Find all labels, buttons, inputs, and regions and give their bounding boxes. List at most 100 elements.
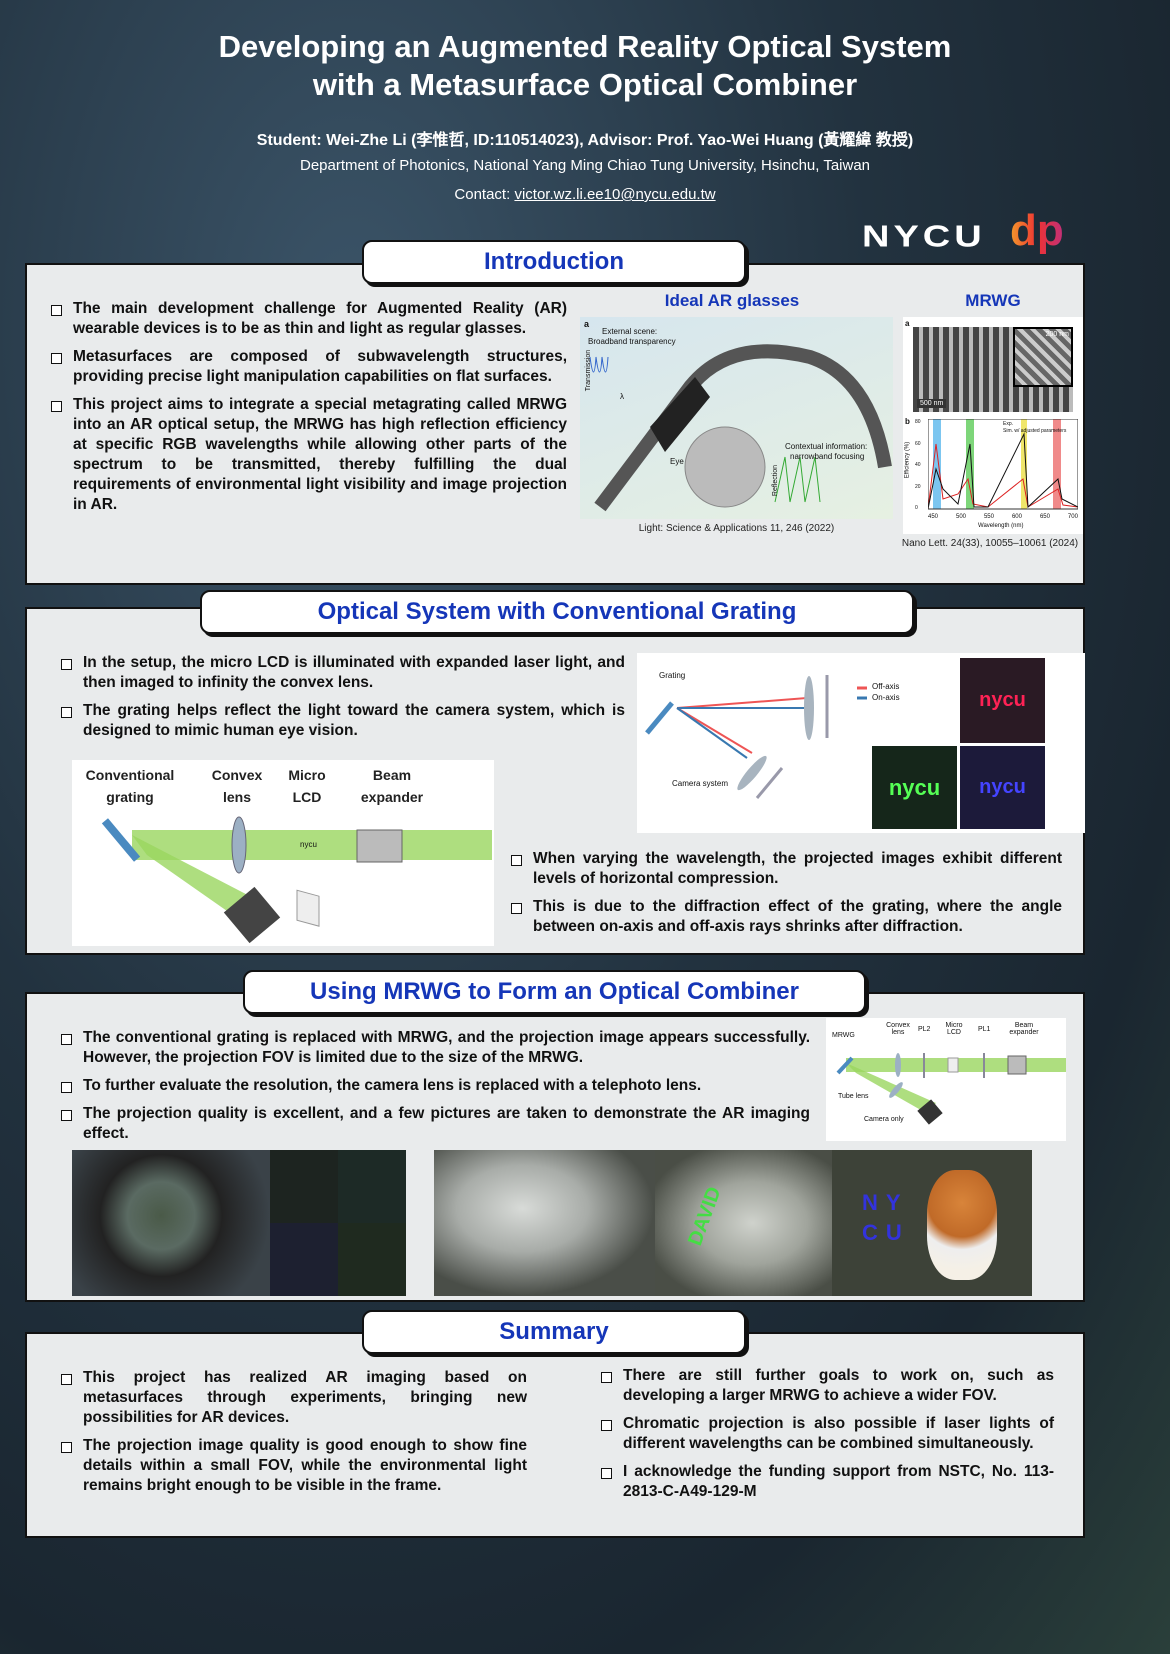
label-micro-lcd: Micro LCD bbox=[945, 1022, 963, 1036]
mrwg-figure: a 500 nm 200 nm b Exp. Sim. w/ adjusted … bbox=[903, 317, 1083, 534]
caption-ar-glasses: Light: Science & Applications 11, 246 (2… bbox=[638, 523, 835, 534]
camera-view-photo bbox=[72, 1150, 270, 1296]
list-item: This project aims to integrate a special… bbox=[47, 395, 567, 515]
label-broadband: Broadband transparency bbox=[588, 337, 676, 346]
label-beam-expander: Beam expander bbox=[1009, 1022, 1039, 1036]
x-tick: 550 bbox=[983, 514, 994, 520]
list-item: Chromatic projection is also possible if… bbox=[597, 1414, 1054, 1454]
statue-glasses-photo bbox=[434, 1150, 655, 1296]
diffraction-diagram-figure: Grating Camera system Off-axis On-axis n… bbox=[637, 653, 1085, 833]
legend-off-axis: Off-axis bbox=[872, 682, 900, 691]
contact-label: Contact: bbox=[454, 186, 515, 203]
x-tick: 500 bbox=[955, 514, 966, 520]
sem-image: 500 nm 200 nm bbox=[913, 327, 1073, 412]
label-convex-lens: Convex lens bbox=[886, 1022, 910, 1036]
blue-projection-photo: nycu bbox=[960, 746, 1045, 829]
label-transmission: Transmission bbox=[585, 349, 593, 392]
conventional-setup-figure: Conventional grating Convex lens Micro L… bbox=[72, 760, 494, 946]
x-tick: 700 bbox=[1067, 514, 1078, 520]
fig-title-mrwg: MRWG bbox=[965, 291, 1021, 310]
list-item: To further evaluate the resolution, the … bbox=[57, 1076, 810, 1096]
legend-exp: Exp. bbox=[1003, 421, 1014, 427]
list-item: This is due to the diffraction effect of… bbox=[507, 897, 1062, 937]
efficiency-plot bbox=[928, 419, 1078, 510]
ar-glasses-figure: a External scene: Broadband transparency… bbox=[580, 317, 893, 519]
list-item: The grating helps reflect the light towa… bbox=[57, 701, 625, 741]
scale-bar: 500 nm bbox=[917, 399, 947, 408]
label-tube-lens: Tube lens bbox=[838, 1093, 869, 1100]
introduction-heading: Introduction bbox=[362, 240, 746, 284]
legend-on-axis: On-axis bbox=[872, 693, 900, 702]
list-item: This project has realized AR imaging bas… bbox=[57, 1368, 527, 1428]
fox-toy-photo: NY CU bbox=[832, 1150, 1032, 1296]
label-camera-system: Camera system bbox=[672, 779, 729, 788]
conventional-grating-panel: In the setup, the micro LCD is illuminat… bbox=[25, 607, 1085, 955]
list-item: Metasurfaces are composed of subwaveleng… bbox=[47, 347, 567, 387]
label-mrwg: MRWG bbox=[832, 1032, 855, 1039]
blue-resolution-photo bbox=[270, 1223, 338, 1296]
rgb-resolution-photos bbox=[270, 1150, 406, 1296]
label-external: External scene: bbox=[602, 327, 658, 336]
contact-email-link[interactable]: victor.wz.li.ee10@nycu.edu.tw bbox=[514, 186, 716, 203]
label-lambda: λ bbox=[620, 392, 624, 401]
mrwg-setup-illustration bbox=[836, 1053, 1066, 1125]
y-tick: 80 bbox=[915, 419, 921, 425]
label-camera-only: Camera only bbox=[864, 1116, 904, 1123]
red-resolution-photo bbox=[270, 1150, 338, 1223]
list-item: The projection quality is excellent, and… bbox=[57, 1104, 810, 1144]
dp-logo: dp bbox=[1010, 206, 1064, 255]
mrwg-combiner-panel: The conventional grating is replaced wit… bbox=[25, 992, 1085, 1302]
summary-panel: This project has realized AR imaging bas… bbox=[25, 1332, 1085, 1538]
y-tick: 20 bbox=[915, 483, 921, 490]
label-beam-expander: Beam expander bbox=[360, 767, 424, 805]
label-conventional-grating: Conventional grating bbox=[85, 767, 175, 805]
cu-projection-text: CU bbox=[862, 1220, 910, 1245]
panel-label: b bbox=[905, 417, 910, 426]
intro-bullets: The main development challenge for Augme… bbox=[47, 299, 567, 523]
label-convex-lens: Convex lens bbox=[211, 767, 263, 805]
x-axis-label: Wavelength (nm) bbox=[978, 523, 1024, 529]
panel-label: a bbox=[905, 319, 910, 328]
introduction-panel: The main development challenge for Augme… bbox=[25, 263, 1085, 585]
inset-scale: 200 nm bbox=[1045, 331, 1069, 338]
poster-title: Developing an Augmented Reality Optical … bbox=[0, 28, 1170, 104]
setup-illustration bbox=[101, 816, 492, 944]
list-item: The projection image quality is good eno… bbox=[57, 1436, 527, 1496]
nycu-logo: NYCU bbox=[862, 220, 986, 254]
fig-title-ar-glasses: Ideal AR glasses bbox=[664, 291, 800, 310]
caption-mrwg: Nano Lett. 24(33), 10055–10061 (2024) bbox=[901, 538, 1079, 549]
x-tick: 450 bbox=[928, 514, 939, 520]
list-item: In the setup, the micro LCD is illuminat… bbox=[57, 653, 625, 693]
label-contextual: Contextual information: bbox=[785, 442, 868, 451]
conv-bullets-bottom: When varying the wavelength, the project… bbox=[507, 849, 1062, 945]
green-projection-photo: nycu bbox=[872, 746, 957, 829]
title-line-2: with a Metasurface Optical Combiner bbox=[312, 67, 858, 102]
label-pl2: PL2 bbox=[918, 1026, 931, 1033]
list-item: When varying the wavelength, the project… bbox=[507, 849, 1062, 889]
label-micro-lcd: Micro LCD bbox=[288, 767, 326, 805]
x-tick: 600 bbox=[1011, 514, 1022, 520]
david-projection-text: DAVID bbox=[684, 1184, 726, 1249]
mrwg-combiner-heading: Using MRWG to Form an Optical Combiner bbox=[243, 970, 866, 1014]
green-resolution-photo bbox=[338, 1223, 406, 1296]
conventional-grating-heading: Optical System with Conventional Grating bbox=[200, 590, 914, 634]
title-line-1: Developing an Augmented Reality Optical … bbox=[218, 29, 952, 64]
label-eye: Eye bbox=[670, 457, 684, 466]
department: Department of Photonics, National Yang M… bbox=[299, 157, 871, 174]
ny-projection-text: NY bbox=[862, 1190, 909, 1215]
y-tick: 0 bbox=[915, 505, 918, 511]
label-grating: Grating bbox=[659, 671, 686, 680]
list-item: The conventional grating is replaced wit… bbox=[57, 1028, 810, 1068]
summary-right-bullets: There are still further goals to work on… bbox=[597, 1366, 1054, 1510]
sem-inset: 200 nm bbox=[1013, 327, 1073, 387]
list-item: There are still further goals to work on… bbox=[597, 1366, 1054, 1406]
statue-david-photo: DAVID bbox=[655, 1150, 832, 1296]
y-tick: 40 bbox=[915, 462, 921, 468]
mrwg-bullets: The conventional grating is replaced wit… bbox=[57, 1028, 810, 1152]
list-item: I acknowledge the funding support from N… bbox=[597, 1462, 1054, 1502]
ar-glasses-illustration bbox=[589, 344, 892, 512]
author-line: Student: Wei-Zhe Li (李惟哲, ID:110514023),… bbox=[256, 132, 914, 149]
summary-heading: Summary bbox=[362, 1310, 746, 1354]
